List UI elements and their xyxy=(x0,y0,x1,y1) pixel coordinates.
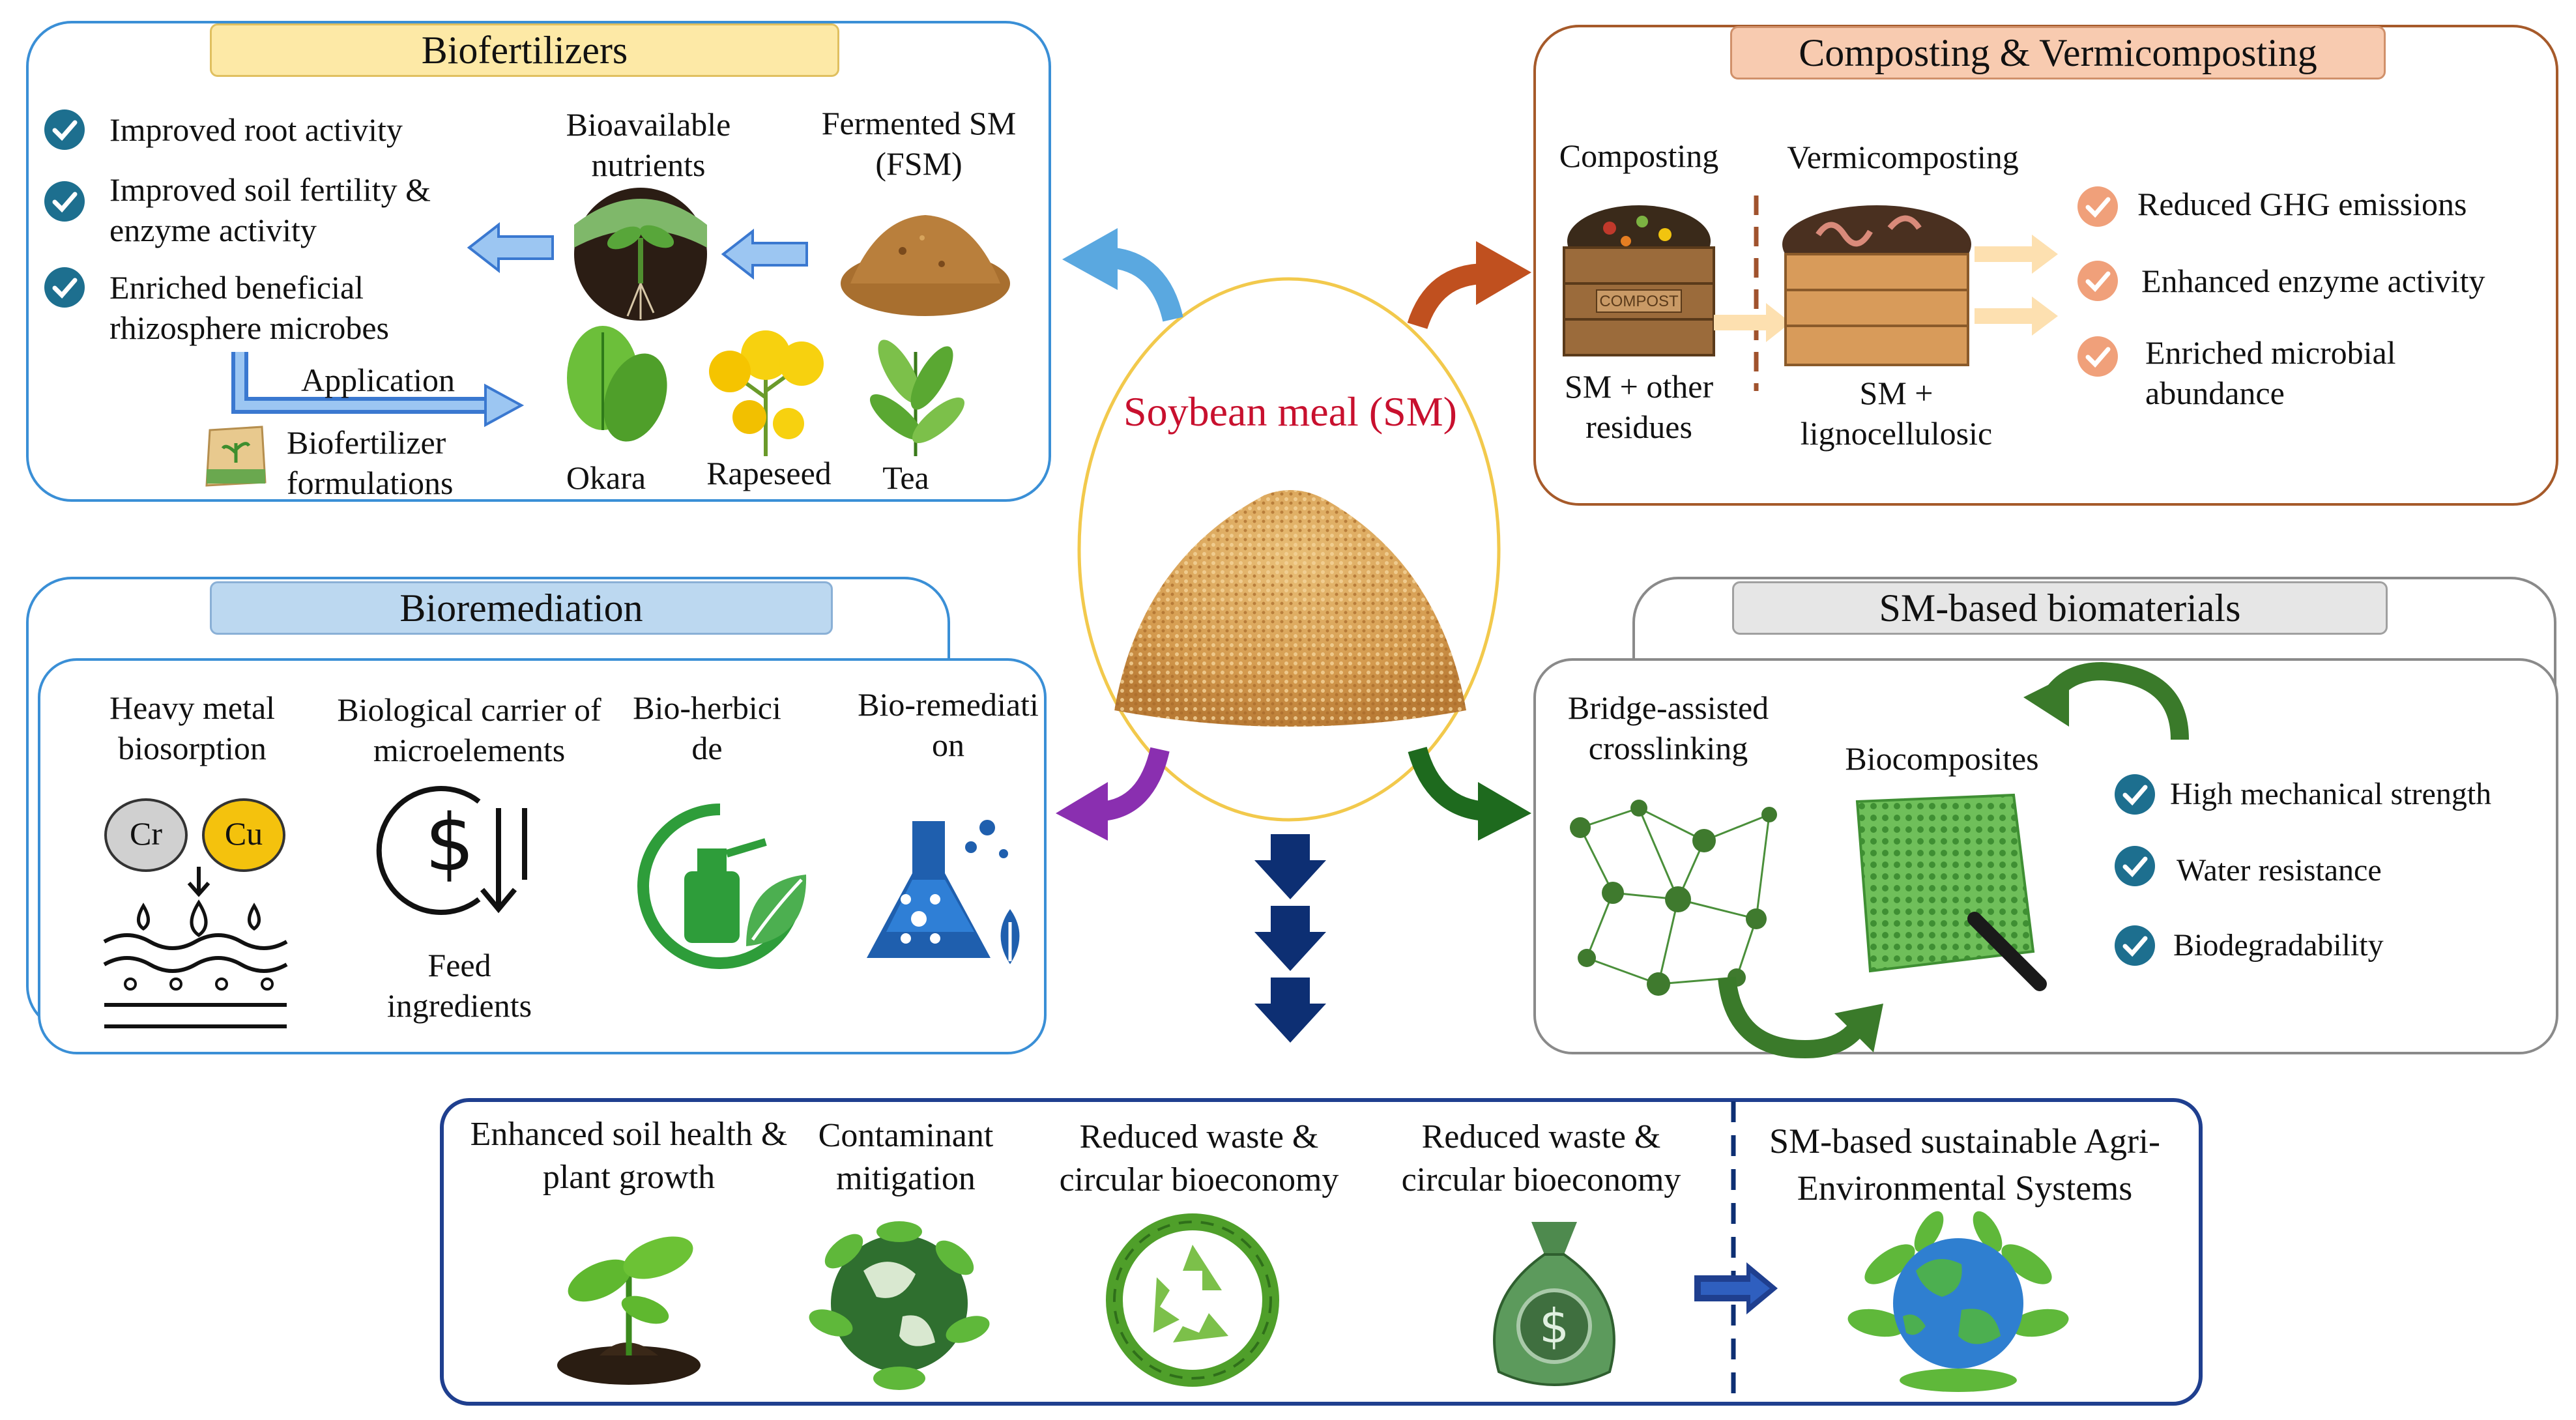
outcome-soil-health: Enhanced soil health & plant growth xyxy=(470,1116,788,1196)
biofertilizers-title: Biofertilizers xyxy=(210,23,839,77)
check-icon xyxy=(44,109,85,150)
benefit-rhizosphere: Enriched beneficial rhizosphere microbes xyxy=(109,269,390,346)
benefit-mechanical: High mechanical strength xyxy=(2170,777,2492,811)
okara-plant-icon xyxy=(567,326,667,442)
final-outcome-label: SM-based sustainable Agri-Environmental … xyxy=(1769,1122,2160,1208)
feed-ingredients-label: Feed ingredients xyxy=(386,947,532,1024)
tea-label: Tea xyxy=(882,459,929,496)
seedling-icon xyxy=(557,1236,701,1385)
biological-carrier-label: Biological carrier of microelements xyxy=(337,691,601,768)
cycle-arrow-icon xyxy=(1718,976,1883,1059)
recycle-wreath-icon xyxy=(1106,1213,1279,1387)
dashed-divider xyxy=(1754,196,1759,391)
benefit-water: Water resistance xyxy=(2177,853,2382,888)
check-icon xyxy=(2077,336,2118,377)
bioremediation-title: Bioremediation xyxy=(210,581,833,635)
arrow-to-bioremediation-icon xyxy=(1056,747,1170,841)
benefit-biodegradable: Biodegradability xyxy=(2173,928,2384,963)
soybean-meal-pile-icon xyxy=(1114,490,1466,727)
dollar-cycle-icon: $ xyxy=(376,786,527,915)
biomaterials-title: SM-based biomaterials xyxy=(1732,581,2388,635)
dashed-separator xyxy=(1731,1101,1736,1395)
check-icon xyxy=(2077,186,2118,227)
seedling-soil-icon xyxy=(574,188,707,321)
soybean-meal-label: Soybean meal (SM) xyxy=(1123,388,1457,435)
left-arrow-icon xyxy=(467,222,554,274)
fsm-label: Fermented SM (FSM) xyxy=(821,105,1017,182)
bio-remediation-label: Bio-remediation xyxy=(858,686,1039,763)
check-icon xyxy=(2115,925,2155,966)
tea-leaves-icon xyxy=(869,340,965,456)
outcome-circular-2: Reduced waste & circular bioeconomy xyxy=(1401,1118,1681,1198)
flow-arrow-icon xyxy=(1714,303,1791,342)
benefit-ghg: Reduced GHG emissions xyxy=(2137,186,2467,222)
application-label: Application xyxy=(300,362,456,398)
application-arrow-icon xyxy=(231,352,525,427)
outcome-circular-1: Reduced waste & circular bioeconomy xyxy=(1059,1118,1339,1198)
crosslinking-label: Bridge-assisted crosslinking xyxy=(1567,689,1769,766)
benefit-soil-fertility: Improved soil fertility & enzyme activit… xyxy=(109,171,431,248)
chromium-badge: Cr xyxy=(104,798,188,872)
biocomposite-mesh-icon xyxy=(1855,793,2047,991)
sustainable-earth-icon xyxy=(1847,1211,2069,1392)
rapeseed-label: Rapeseed xyxy=(706,455,832,491)
copper-badge: Cu xyxy=(202,798,285,872)
benefit-microbial: Enriched microbial abundance xyxy=(2145,334,2396,411)
benefit-enzyme: Enhanced enzyme activity xyxy=(2141,263,2485,299)
soil-biosorption-icon xyxy=(103,867,288,1028)
money-bag-icon: $ xyxy=(1493,1222,1615,1386)
flow-arrow-icon xyxy=(1975,235,2058,274)
compost-bin-icon: COMPOST xyxy=(1563,205,1715,356)
svg-text:$: $ xyxy=(1539,1299,1569,1354)
biomaterials-panel xyxy=(1533,658,2558,1054)
down-arrows-icon xyxy=(1254,834,1326,1043)
check-icon xyxy=(2115,846,2155,886)
svg-text:$: $ xyxy=(425,798,474,889)
composting-title: Composting & Vermicomposting xyxy=(1730,26,2386,80)
arrow-to-composting-icon xyxy=(1407,241,1531,330)
bioremediation-panel xyxy=(38,658,1047,1054)
flow-arrow-icon xyxy=(1975,297,2058,336)
formulations-label: Biofertilizer formulations xyxy=(287,424,454,501)
arrow-to-biofertilizers-icon xyxy=(1062,228,1183,322)
fertilizer-bag-icon xyxy=(205,426,267,487)
arrow-to-biomaterials-icon xyxy=(1408,746,1531,841)
sm-lignocellulosic-label: SM + lignocellulosic xyxy=(1800,375,1993,452)
herbicide-sprayer-icon xyxy=(637,804,807,969)
sm-other-residues-label: SM + other residues xyxy=(1564,368,1714,445)
compost-bin-label: COMPOST xyxy=(1599,293,1679,310)
molecular-network-icon xyxy=(1570,800,1777,996)
benefit-root-activity: Improved root activity xyxy=(109,111,403,148)
green-earth-icon xyxy=(809,1221,990,1390)
flask-leaf-icon xyxy=(867,820,1024,972)
outcome-contaminant: Contaminant mitigation xyxy=(818,1117,994,1197)
biocomposites-label: Biocomposites xyxy=(1845,740,2039,777)
check-icon xyxy=(44,181,85,222)
rapeseed-flower-icon xyxy=(709,330,824,456)
right-arrow-icon xyxy=(1694,1262,1778,1314)
bioavailable-nutrients-label: Bioavailable nutrients xyxy=(566,106,731,183)
cycle-arrow-icon xyxy=(2023,661,2189,740)
vermicomposting-label: Vermicomposting xyxy=(1787,139,2019,175)
composting-label: Composting xyxy=(1559,138,1719,174)
bio-herbicide-label: Bio-herbicide xyxy=(633,689,781,766)
vermicompost-bin-icon xyxy=(1782,205,1971,366)
okara-label: Okara xyxy=(566,459,646,496)
left-arrow-icon xyxy=(721,228,808,280)
heavy-metal-label: Heavy metal biosorption xyxy=(109,689,276,766)
fermented-soybean-meal-icon xyxy=(841,215,1010,316)
check-icon xyxy=(2077,261,2118,301)
check-icon xyxy=(44,267,85,308)
check-icon xyxy=(2115,774,2155,815)
